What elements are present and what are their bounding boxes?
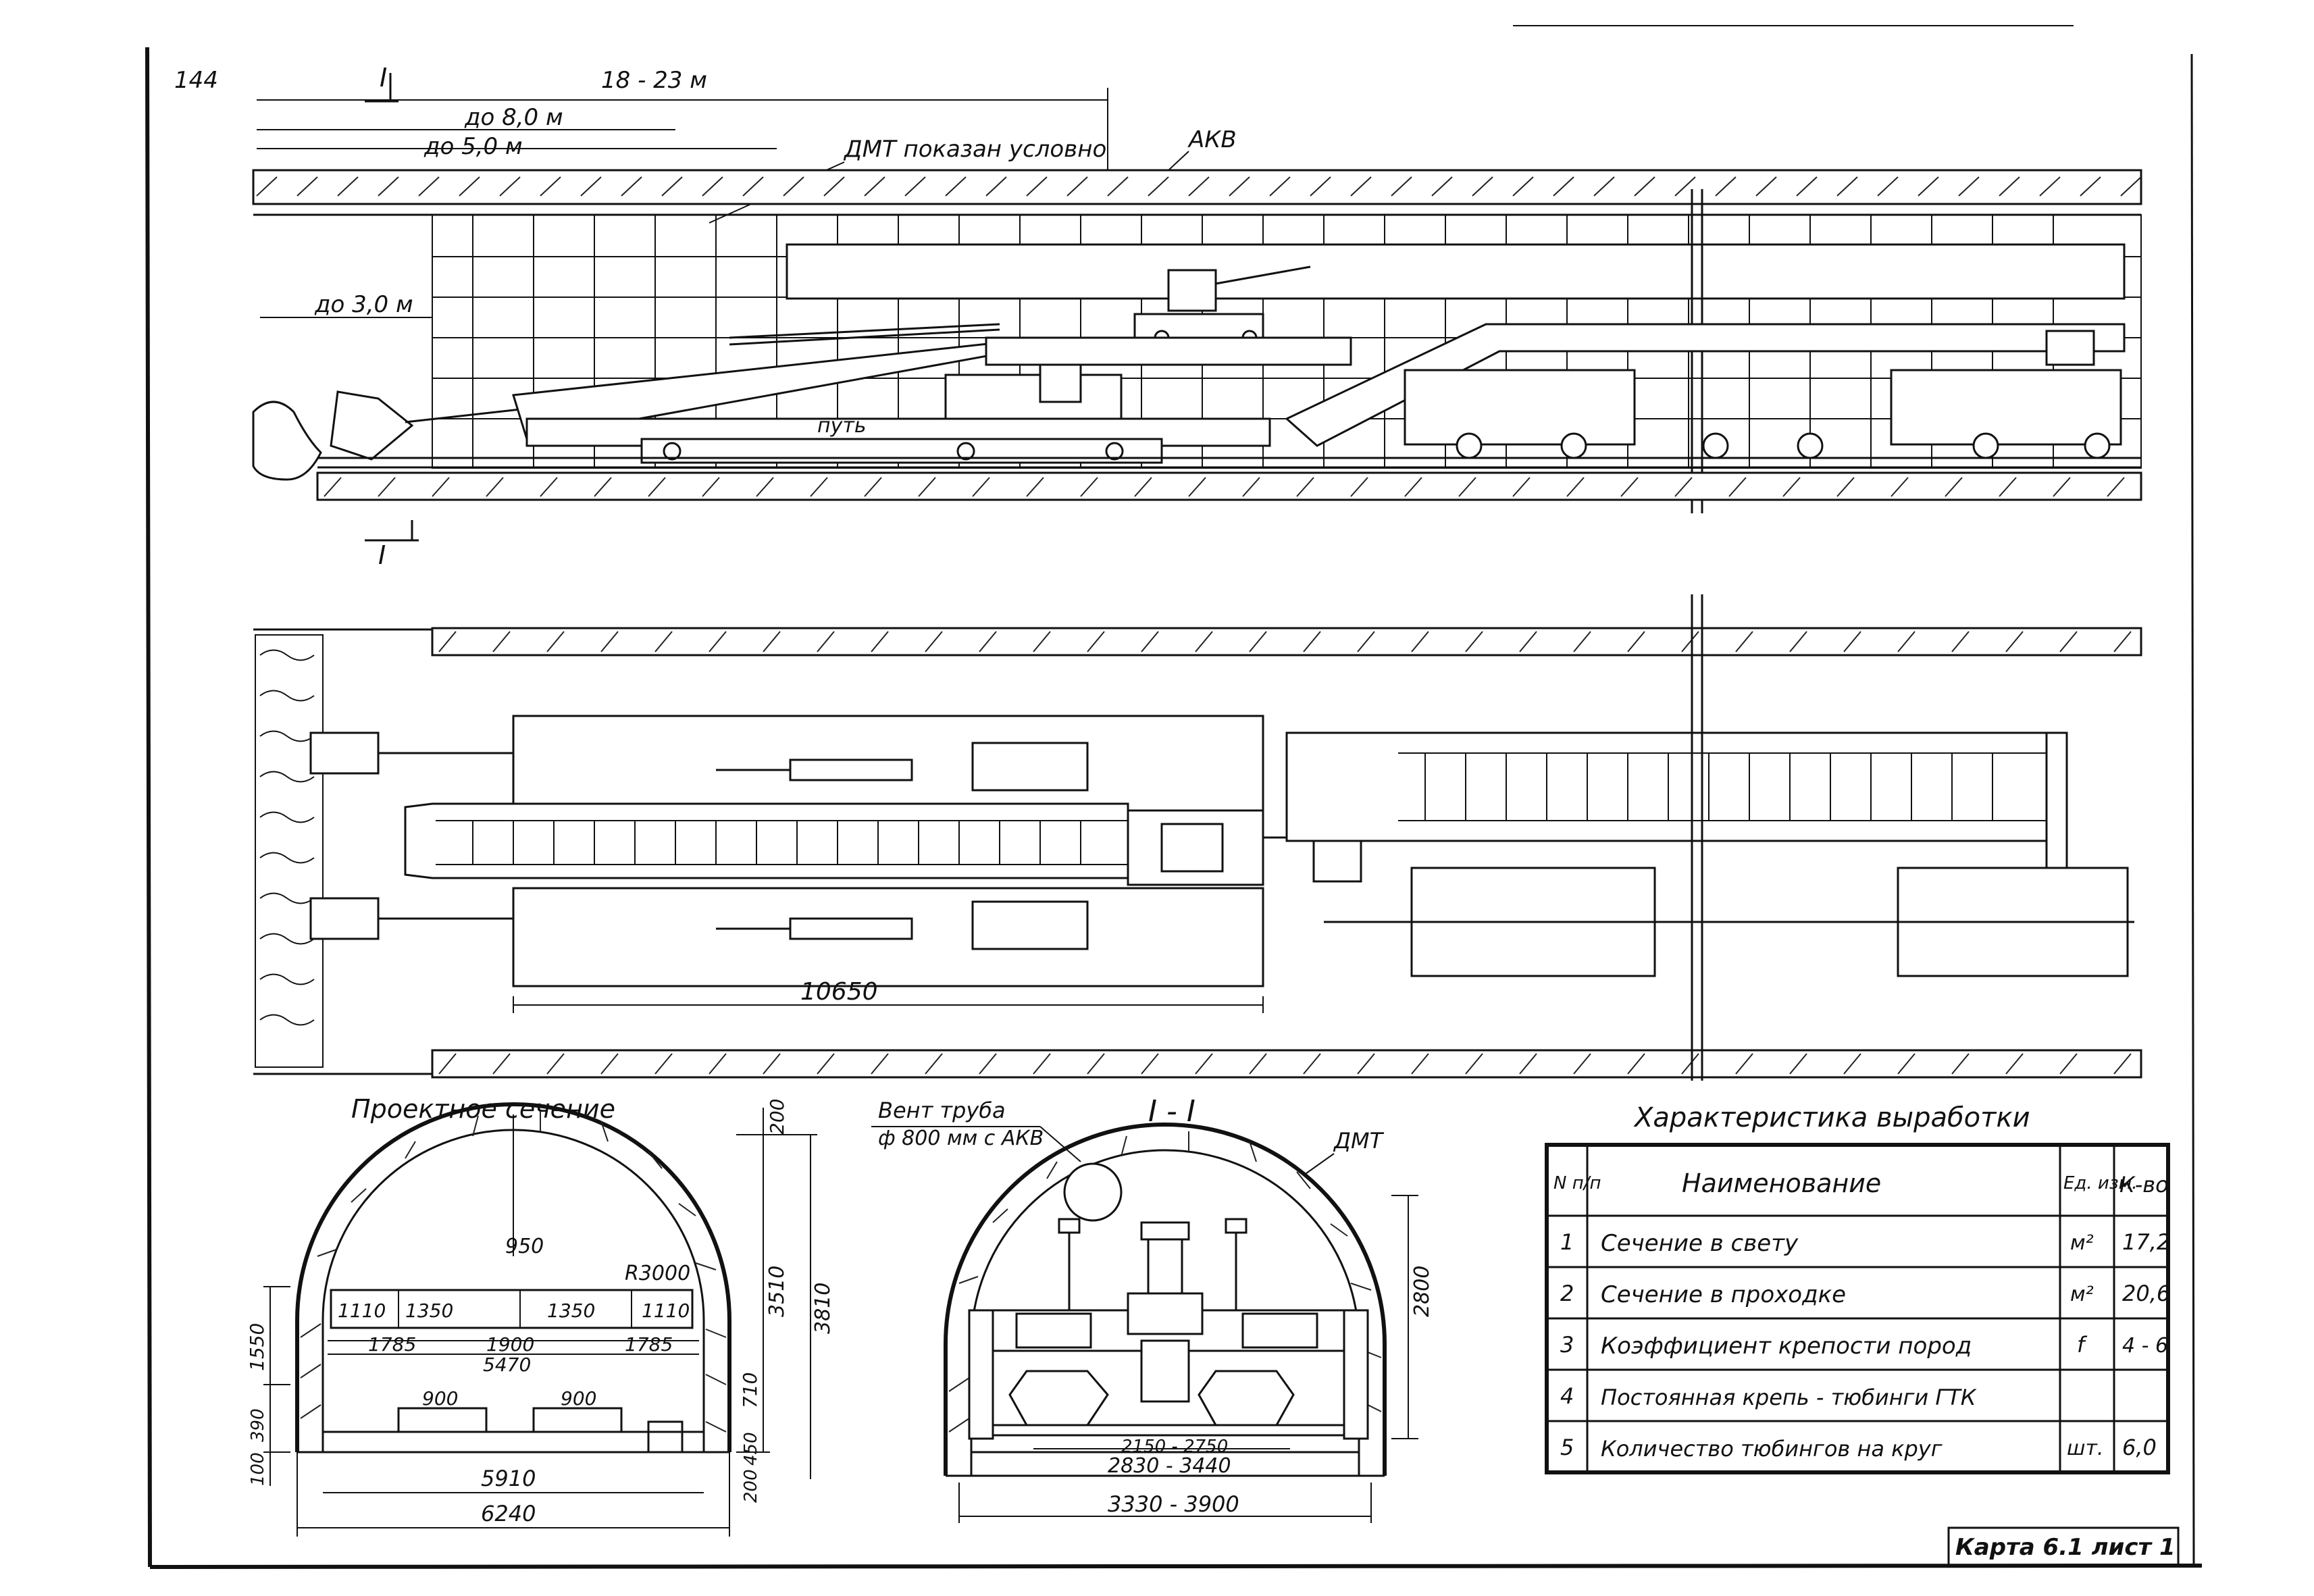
row-4-name: Постоянная крепь - тюбинги ГТК (1601, 1385, 1977, 1410)
row-5-qty: 6,0 (2122, 1435, 2157, 1460)
dim-2830-3440: 2830 - 3440 (1108, 1454, 1231, 1478)
row-1-qty: 17,2 (2122, 1229, 2170, 1255)
longitudinal-section: I I до 8,0 м до 5,0 м 18 - 23 м ДМТ пока… (252, 63, 2142, 570)
plan-dimension-10650: 10650 (800, 978, 878, 1006)
header-num: N п/п (1553, 1173, 1601, 1193)
row-5-unit: шт. (2067, 1437, 2103, 1460)
section-mark-bottom: I (378, 540, 386, 570)
row-3-qty: 4 - 6 (2122, 1334, 2168, 1358)
row-5-num: 5 (1560, 1435, 1574, 1460)
dim-1785-left: 1785 (368, 1333, 416, 1356)
header-qty: К-во (2119, 1172, 2169, 1198)
label-up-to-3m: до 3,0 м (314, 291, 413, 318)
dim-3330-3900: 3330 - 3900 (1108, 1491, 1239, 1517)
table-title: Характеристика выработки (1633, 1102, 2030, 1133)
row-1-name: Сечение в свету (1601, 1230, 1799, 1257)
sheet-stamp: Карта 6.1 лист 1 (1947, 1526, 2180, 1566)
row-2-name: Сечение в проходке (1601, 1281, 1846, 1308)
dim-900-left: 900 (422, 1387, 458, 1410)
page-number: 144 (174, 67, 218, 94)
characteristics-table: Характеристика выработки N п/п Наименова… (1545, 1102, 2170, 1474)
label-length-range: 18 - 23 м (601, 67, 707, 94)
row-2-unit: м² (2070, 1283, 2094, 1306)
label-dmt-note: ДМТ показан условно (843, 136, 1106, 163)
row-3-name: Коэффициент крепости пород (1601, 1333, 1972, 1360)
dim-200-bottom: 200 (741, 1469, 761, 1503)
sheet-frame (145, 25, 2203, 1569)
design-cross-section: Проектное сечение 950 R3000 (246, 1094, 835, 1537)
vent-note-line-1: Вент труба (878, 1098, 1006, 1123)
stamp-text: Карта 6.1 лист 1 (1955, 1534, 2176, 1561)
section-mark-top: I (380, 63, 387, 93)
dim-100: 100 (248, 1452, 268, 1486)
dim-950: 950 (505, 1235, 544, 1258)
label-akv: АКВ (1187, 126, 1237, 153)
label-rail-track: путь (817, 414, 867, 438)
dim-2150-2750: 2150 - 2750 (1121, 1437, 1228, 1457)
dim-1550: 1550 (246, 1323, 268, 1371)
row-3-unit: f (2077, 1332, 2088, 1358)
vent-note-line-2: ф 800 мм с АКВ (878, 1127, 1044, 1150)
row-2-qty: 20,6 (2122, 1281, 2170, 1306)
row-5-name: Количество тюбингов на круг (1601, 1436, 1943, 1462)
dim-200-top: 200 (766, 1099, 788, 1135)
row-2-num: 2 (1560, 1281, 1574, 1306)
dim-3810: 3810 (811, 1283, 835, 1334)
dim-450: 450 (741, 1432, 761, 1466)
dim-6240: 6240 (481, 1501, 536, 1526)
row-1-unit: м² (2070, 1231, 2094, 1255)
header-name: Наименование (1682, 1168, 1881, 1198)
dim-2800: 2800 (1410, 1266, 1434, 1317)
dim-1785-right: 1785 (625, 1333, 673, 1356)
label-dmt: ДМТ (1333, 1128, 1385, 1154)
dim-5910: 5910 (481, 1466, 536, 1491)
dim-1110-right: 1110 (642, 1299, 690, 1322)
header-unit: Ед. изм. (2063, 1173, 2138, 1193)
dim-1110-left: 1110 (338, 1299, 386, 1322)
dim-r3000: R3000 (625, 1262, 690, 1285)
plan-view: 10650 (253, 594, 2142, 1081)
dim-1350-left: 1350 (405, 1299, 453, 1322)
label-up-to-5m: до 5,0 м (423, 133, 523, 160)
dim-1350-right: 1350 (547, 1299, 595, 1322)
row-3-num: 3 (1560, 1332, 1574, 1358)
design-section-title: Проектное сечение (351, 1094, 615, 1124)
dim-390: 390 (248, 1408, 268, 1442)
dim-710: 710 (739, 1372, 761, 1408)
dim-1900: 1900 (486, 1333, 534, 1356)
dim-5470: 5470 (483, 1354, 531, 1376)
row-4-num: 4 (1560, 1383, 1574, 1409)
label-up-to-8m: до 8,0 м (464, 104, 563, 131)
row-1-num: 1 (1560, 1229, 1574, 1255)
dim-900-right: 900 (561, 1387, 596, 1410)
dim-3510: 3510 (765, 1266, 789, 1317)
section-1-1: I - I Вент труба ф 800 мм с АКВ ДМТ (871, 1094, 1434, 1523)
